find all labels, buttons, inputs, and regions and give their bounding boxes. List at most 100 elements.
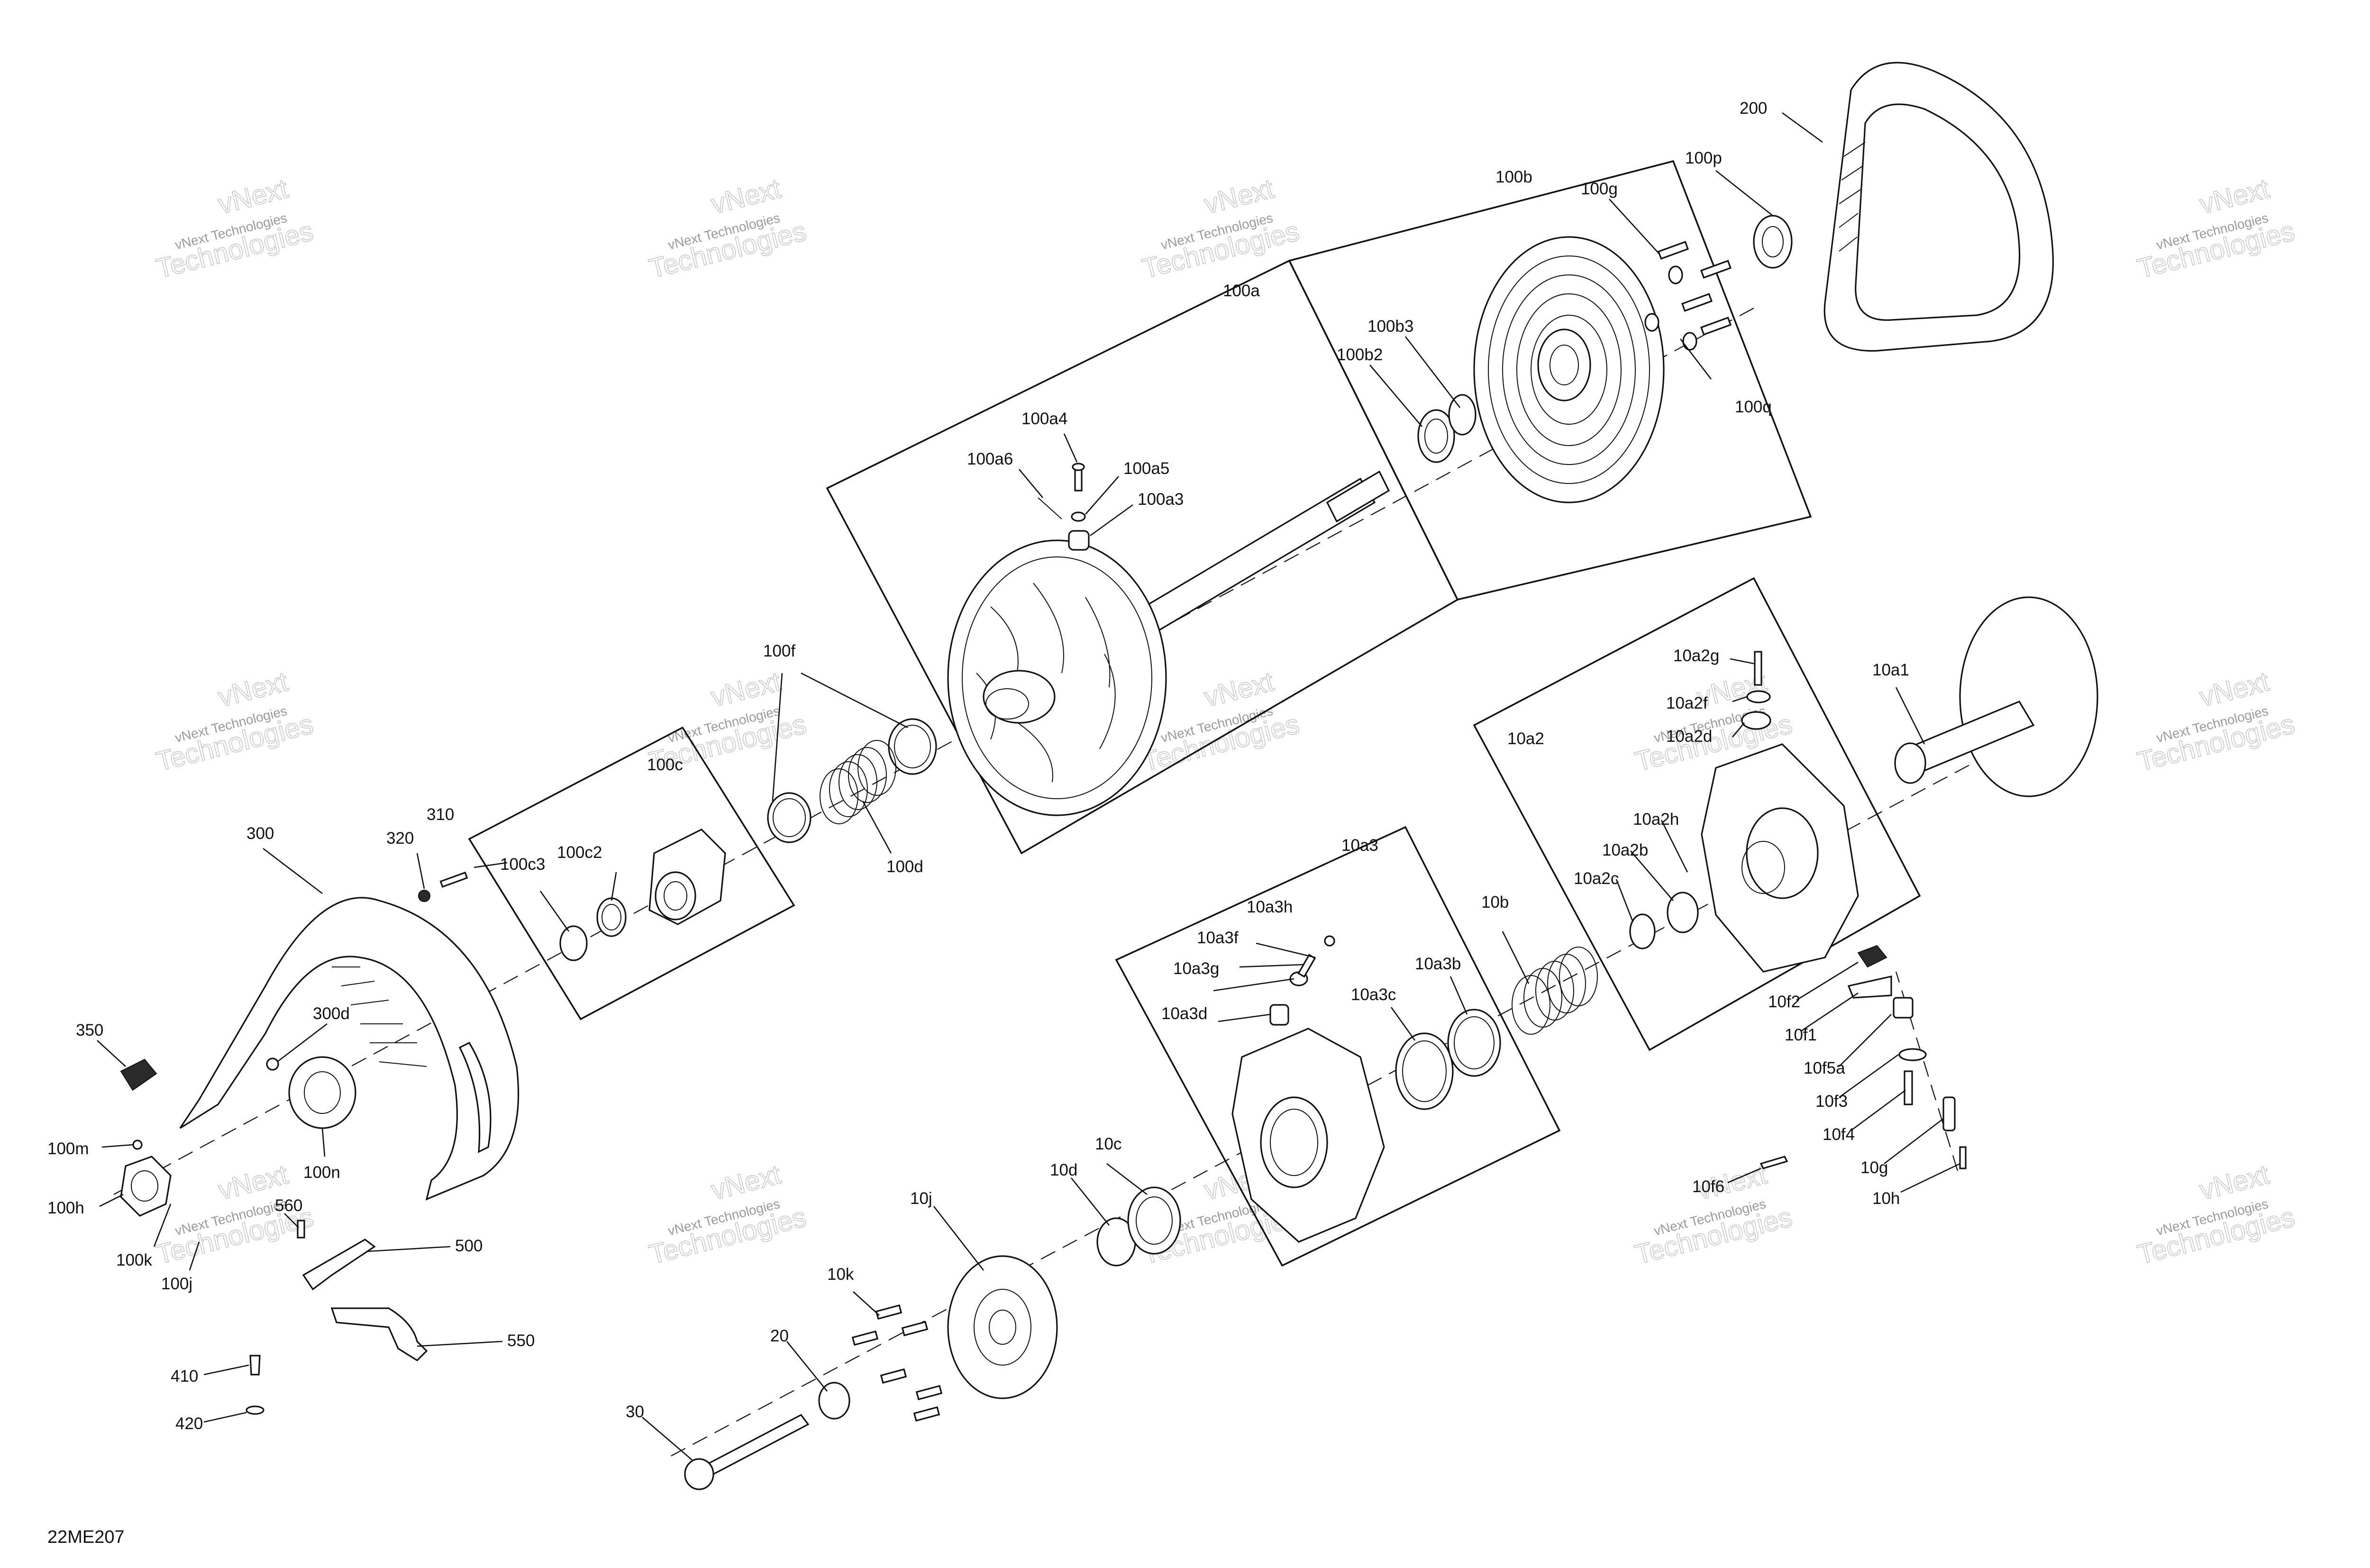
drive-belt	[1823, 62, 2054, 352]
screw-560	[297, 1220, 305, 1239]
screw-310	[439, 871, 468, 888]
watermark: vNext Technologies vNext Technologies	[646, 173, 810, 284]
diagram-code: 22ME207	[47, 1527, 125, 1547]
bracket-500	[302, 1239, 376, 1291]
part-label-10f4: 10f4	[1823, 1125, 1855, 1144]
part-label-10f5a: 10f5a	[1804, 1059, 1845, 1077]
part-label-10a2g: 10a2g	[1673, 647, 1719, 665]
part-label-100c3: 100c3	[500, 855, 545, 874]
bushing-100c2	[596, 897, 627, 937]
clip-350	[120, 1058, 157, 1091]
group-label-100b: 100b	[1495, 168, 1532, 186]
bushing-100b2	[1417, 409, 1455, 463]
part-label-10a2b: 10a2b	[1602, 841, 1648, 859]
part-label-560: 560	[275, 1196, 302, 1215]
group-box-100c	[468, 726, 795, 1021]
part-label-10a3c: 10a3c	[1351, 985, 1396, 1004]
part-label-10a1: 10a1	[1872, 661, 1909, 679]
part-label-10h: 10h	[1872, 1189, 1900, 1208]
part-label-10a3d: 10a3d	[1161, 1004, 1207, 1023]
nut-100h	[120, 1156, 172, 1217]
part-label-10a2f: 10a2f	[1666, 694, 1708, 712]
watermark: vNext Technologies vNext Technologies	[646, 1158, 810, 1270]
part-label-100c2: 100c2	[557, 843, 602, 862]
part-label-20: 20	[770, 1327, 789, 1345]
part-label-410: 410	[171, 1367, 198, 1386]
part-label-10a3b: 10a3b	[1415, 955, 1461, 973]
ring-100c3	[559, 925, 588, 961]
screw-410	[249, 1355, 261, 1376]
part-label-550: 550	[507, 1331, 535, 1350]
part-label-100d: 100d	[886, 857, 923, 876]
part-label-100a5: 100a5	[1123, 459, 1169, 478]
group-label-100a: 100a	[1223, 282, 1260, 300]
part-label-10f3: 10f3	[1815, 1092, 1848, 1111]
watermark: vNext Technologies vNext Technologies	[153, 665, 317, 777]
group-box-100b	[1288, 160, 1812, 601]
washer-10a2f	[1746, 690, 1771, 703]
part-label-100m: 100m	[47, 1140, 89, 1158]
part-label-10g: 10g	[1860, 1158, 1888, 1177]
belt-guard-300	[179, 897, 520, 1201]
part-label-100j: 100j	[161, 1275, 192, 1293]
roller-100a3	[1068, 530, 1090, 551]
part-label-10d: 10d	[1050, 1161, 1077, 1179]
part-label-10a2c: 10a2c	[1574, 869, 1619, 888]
pin-10a2g	[1754, 651, 1762, 686]
watermark: vNext Technologies vNext Technologies	[2134, 1158, 2298, 1270]
part-label-100n: 100n	[303, 1163, 340, 1182]
part-label-300: 300	[246, 824, 274, 843]
group-box-10a3	[1115, 826, 1561, 1267]
pin-10a3f	[1297, 954, 1316, 978]
bolt-30	[684, 1413, 810, 1490]
part-label-350: 350	[76, 1021, 103, 1039]
pin-100a4	[1072, 463, 1085, 492]
cover-10j	[947, 1255, 1058, 1399]
roller-10a3d	[1269, 1004, 1289, 1026]
screw-10h	[1959, 1146, 1967, 1169]
leader-lines	[97, 112, 1960, 1460]
part-label-10c: 10c	[1095, 1135, 1121, 1153]
assembly-axes	[113, 308, 1991, 1460]
ring-10a3b	[1447, 1009, 1501, 1077]
bushing-10a2b	[1667, 892, 1699, 933]
part-label-10b: 10b	[1481, 893, 1509, 912]
part-label-100h: 100h	[47, 1199, 84, 1217]
part-label-10a3h: 10a3h	[1247, 898, 1293, 916]
group-label-100c: 100c	[647, 756, 683, 774]
part-label-10k: 10k	[827, 1265, 854, 1284]
part-label-310: 310	[427, 805, 454, 824]
sheave-10a1	[1894, 596, 2098, 797]
part-label-100q: 100q	[1735, 398, 1772, 416]
pin-100a6	[1038, 497, 1062, 520]
rings-100f	[767, 718, 937, 843]
part-label-100f: 100f	[763, 642, 795, 660]
watermark: vNext Technologies vNext Technologies	[2134, 173, 2298, 284]
part-label-10a3g: 10a3g	[1173, 959, 1219, 978]
pin-10f4	[1904, 1070, 1913, 1105]
washer-10f3	[1898, 1048, 1927, 1061]
lever-10f1	[1847, 975, 1892, 999]
part-label-200: 200	[1740, 99, 1767, 118]
spring-100d	[820, 740, 896, 824]
group-label-10a3: 10a3	[1341, 836, 1378, 855]
group-box-10a2	[1473, 577, 1921, 1051]
part-label-100a3: 100a3	[1138, 490, 1184, 509]
roller-10a2d	[1741, 711, 1771, 730]
washer-20	[818, 1382, 850, 1420]
part-label-100a4: 100a4	[1021, 410, 1067, 428]
part-label-100b2: 100b2	[1337, 346, 1383, 364]
axis-driven-pulley	[113, 308, 1754, 1195]
part-label-420: 420	[175, 1414, 203, 1433]
part-label-100b3: 100b3	[1367, 317, 1413, 336]
clip-10f2	[1857, 945, 1887, 968]
watermark: vNext Technologies vNext Technologies	[153, 173, 317, 284]
part-label-10a3f: 10a3f	[1197, 929, 1239, 947]
part-label-10f6: 10f6	[1692, 1177, 1724, 1196]
ring-100b3	[1448, 394, 1477, 436]
spring-10b	[1512, 947, 1598, 1035]
washer-420	[246, 1405, 264, 1415]
part-label-10f2: 10f2	[1768, 993, 1800, 1011]
part-label-320: 320	[386, 829, 414, 848]
bracket-550	[330, 1307, 428, 1362]
